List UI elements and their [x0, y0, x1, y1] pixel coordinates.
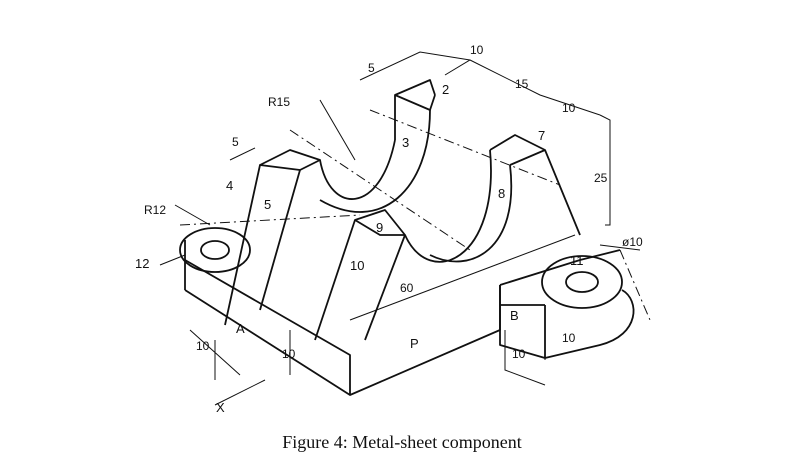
- region-label-p: P: [410, 336, 419, 351]
- dim-label: 60: [400, 281, 414, 295]
- face-label: 9: [376, 220, 383, 235]
- dim-label: 5: [368, 61, 375, 75]
- face-labels: 2 3 4 5 7 8 9 10 11 12: [135, 82, 584, 273]
- dim-label: 10: [562, 101, 576, 115]
- face-label: 4: [226, 178, 233, 193]
- figure-caption: Figure 4: Metal-sheet component: [282, 432, 522, 452]
- dimension-lines: [159, 51, 651, 406]
- dim-label: 10: [562, 331, 576, 345]
- face-label: 8: [498, 186, 505, 201]
- face-label: 3: [402, 135, 409, 150]
- face-label: 7: [538, 128, 545, 143]
- dim-label: 5: [232, 135, 239, 149]
- dim-label: R15: [268, 95, 290, 109]
- face-label: 2: [442, 82, 449, 97]
- dim-label: 10: [282, 347, 296, 361]
- face-label: 11: [570, 253, 584, 268]
- dim-label: 10: [196, 339, 210, 353]
- dim-label: 10: [470, 43, 484, 57]
- region-label-b: B: [510, 308, 519, 323]
- outline: [179, 79, 635, 396]
- isometric-drawing: 2 3 4 5 7 8 9 10 11 12 A B P X R15 R12 ø…: [135, 43, 651, 415]
- region-label-a: A: [236, 321, 245, 336]
- dimension-labels: R15 R12 ø10 5 10 15 10 5 25 60 10 10 10 …: [144, 43, 643, 361]
- dim-label: 25: [594, 171, 608, 185]
- dim-label: ø10: [622, 235, 643, 249]
- dim-label: 10: [512, 347, 526, 361]
- face-label: 12: [135, 256, 149, 271]
- region-labels: A B P X: [216, 308, 519, 415]
- dim-label: R12: [144, 203, 166, 217]
- dim-label: 15: [515, 77, 529, 91]
- region-label-x: X: [216, 400, 225, 415]
- face-label: 5: [264, 197, 271, 212]
- face-label: 10: [350, 258, 364, 273]
